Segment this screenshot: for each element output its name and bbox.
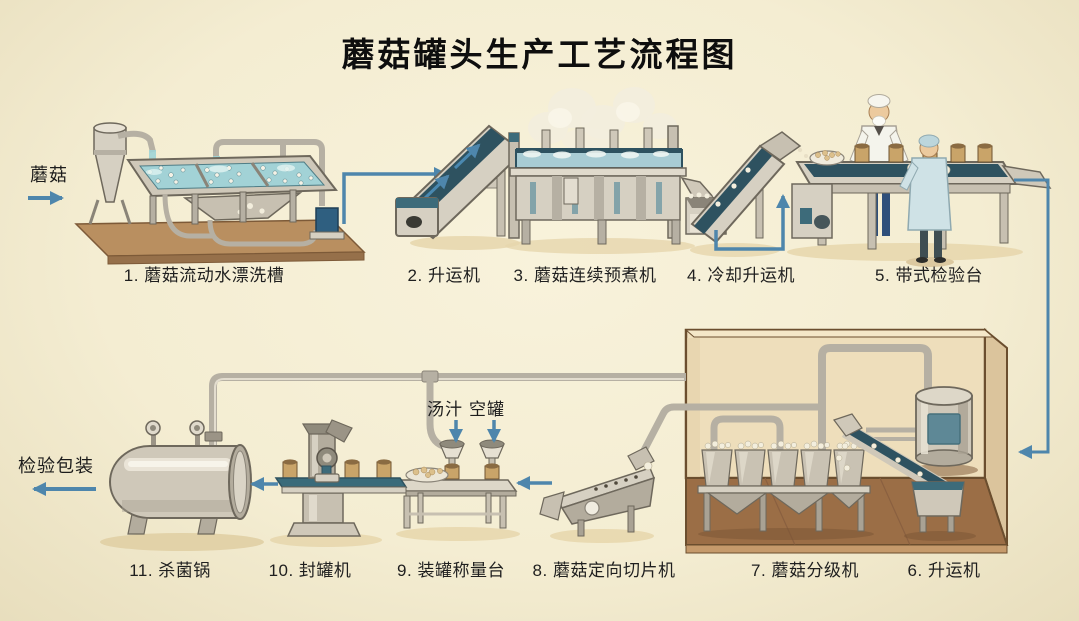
soup-funnel bbox=[439, 439, 465, 480]
inspection-belt-machine bbox=[787, 94, 1052, 267]
stage-label-11: 11. 杀菌锅 bbox=[129, 561, 211, 580]
soup-label: 汤汁 bbox=[427, 400, 463, 419]
brine-tank bbox=[910, 386, 978, 476]
cans-on-sealer-belt bbox=[282, 459, 392, 479]
stage-label-10: 10. 封罐机 bbox=[268, 561, 352, 580]
grading-machine bbox=[697, 440, 874, 540]
sterilizer-machine bbox=[100, 420, 264, 551]
can-sealing-machine bbox=[270, 419, 408, 547]
pump-box bbox=[315, 207, 339, 235]
stage-label-6: 6. 升运机 bbox=[907, 561, 981, 580]
worker-inspector-front bbox=[899, 134, 954, 267]
slicer-machine bbox=[539, 461, 655, 543]
stage-label-7: 7. 蘑菇分级机 bbox=[751, 561, 859, 580]
stage-label-5: 5. 带式检验台 bbox=[875, 266, 983, 285]
stage-label-2: 2. 升运机 bbox=[407, 266, 481, 285]
washing-tank-machine bbox=[74, 122, 366, 265]
precooker-machine bbox=[505, 87, 716, 254]
empty-can-funnel bbox=[479, 439, 505, 480]
output-step-label: 检验包装 bbox=[18, 456, 94, 476]
stage-label-8: 8. 蘑菇定向切片机 bbox=[532, 561, 676, 580]
elevator-2-machine bbox=[395, 124, 525, 250]
input-material-label: 蘑菇 bbox=[30, 165, 68, 185]
grading-bins bbox=[701, 440, 865, 487]
slicer-feed-pipe bbox=[627, 403, 818, 471]
stage-label-1: 1. 蘑菇流动水漂洗槽 bbox=[123, 266, 285, 285]
flow-arrow-cook-to-cool bbox=[714, 194, 790, 251]
stage-label-4: 4. 冷却升运机 bbox=[687, 266, 795, 285]
empty-can-label: 空罐 bbox=[469, 400, 505, 419]
weighing-table bbox=[396, 420, 520, 541]
page-title: 蘑菇罐头生产工艺流程图 bbox=[341, 36, 738, 73]
stage-label-3: 3. 蘑菇连续预煮机 bbox=[513, 266, 657, 285]
elevator-6-machine bbox=[833, 413, 976, 541]
cooling-elevator-machine bbox=[685, 131, 808, 257]
flow-arrow-inspect-to-room bbox=[1014, 178, 1050, 459]
flow-arrow-wash-to-elevator bbox=[342, 167, 448, 224]
stage-label-9: 9. 装罐称量台 bbox=[397, 561, 505, 580]
